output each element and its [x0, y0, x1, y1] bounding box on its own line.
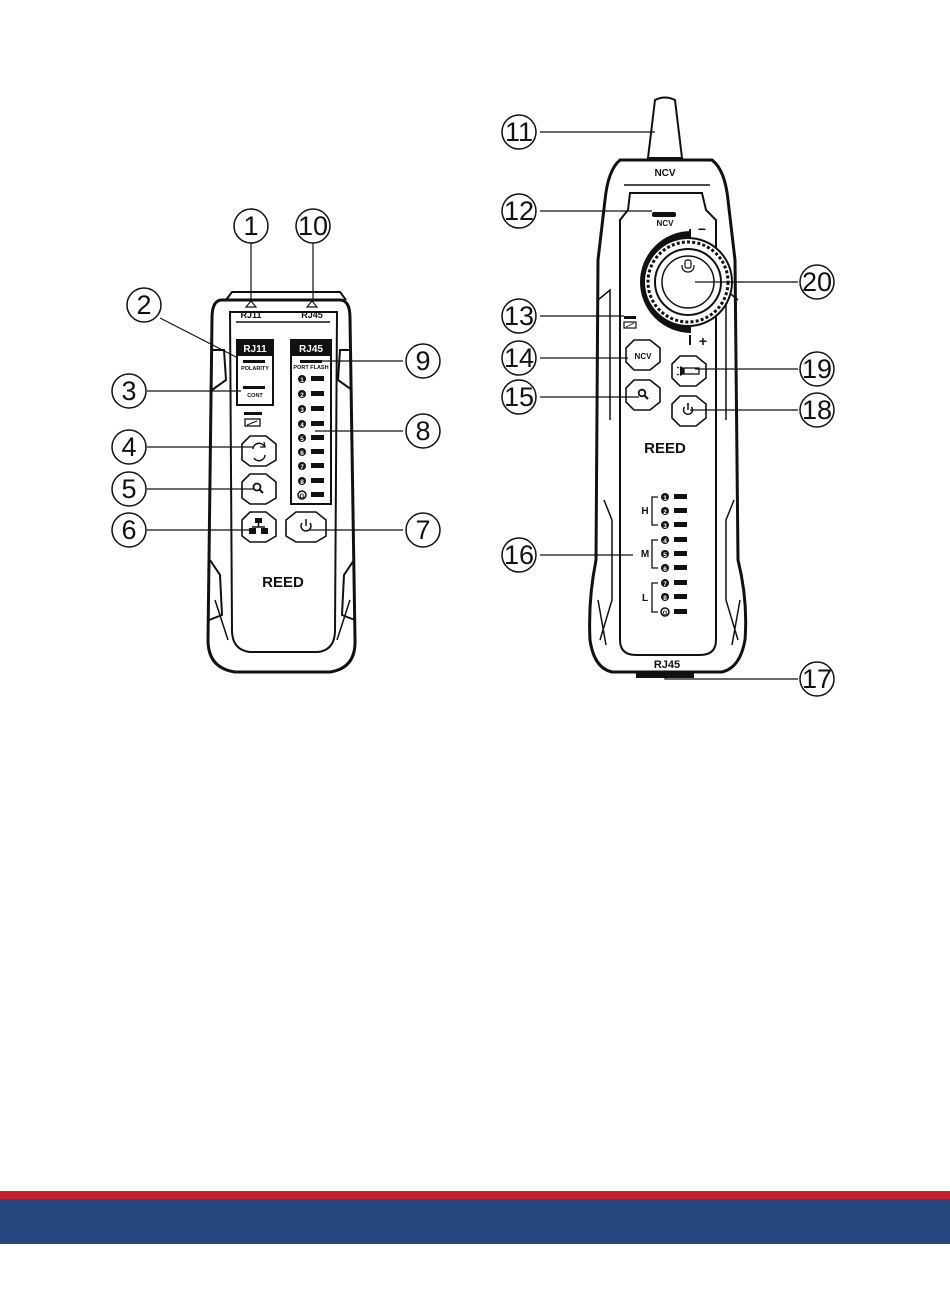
svg-text:7: 7	[415, 515, 430, 545]
ncv-probe-label: NCV	[654, 168, 675, 179]
port-flash-label: PORT FLASH	[293, 365, 328, 371]
footer-blue-band	[0, 1199, 950, 1244]
svg-text:G: G	[662, 610, 667, 617]
callout-14: 14	[502, 341, 536, 375]
svg-text:1: 1	[663, 495, 667, 502]
svg-text:NCV: NCV	[635, 352, 653, 361]
cont-led	[243, 386, 265, 389]
receiver-rj45-label: RJ45	[654, 659, 680, 671]
svg-text:5: 5	[663, 552, 667, 559]
callout-15: 15	[502, 380, 536, 414]
svg-text:4: 4	[121, 432, 136, 462]
svg-text:RJ45: RJ45	[301, 310, 323, 320]
svg-text:8: 8	[415, 416, 430, 446]
polarity-led	[243, 360, 265, 363]
svg-text:2: 2	[663, 509, 667, 516]
svg-text:H: H	[641, 506, 648, 517]
callout-20: 20	[800, 265, 834, 299]
svg-text:3: 3	[300, 407, 304, 414]
power-button[interactable]	[286, 512, 326, 542]
svg-text:9: 9	[415, 346, 430, 376]
callout-4: 4	[112, 430, 146, 464]
callout-16: 16	[502, 538, 536, 572]
svg-text:12: 12	[504, 196, 534, 226]
svg-text:16: 16	[504, 540, 534, 570]
svg-text:1: 1	[243, 211, 258, 241]
svg-text:4: 4	[300, 422, 304, 429]
receiver-unit: NCV NCV − +	[590, 98, 746, 679]
rj45-indicator-panel: RJ45 PORT FLASH 1 2 3 4 5 6 7 8 G	[291, 340, 331, 504]
footer-red-stripe	[0, 1191, 950, 1199]
polarity-label: POLARITY	[241, 366, 269, 372]
callout-3: 3	[112, 374, 146, 408]
svg-text:20: 20	[802, 267, 832, 297]
svg-text:15: 15	[504, 382, 534, 412]
svg-text:13: 13	[504, 301, 534, 331]
svg-text:11: 11	[505, 117, 533, 147]
svg-text:6: 6	[663, 566, 667, 573]
svg-text:RJ11: RJ11	[240, 310, 261, 320]
callout-6: 6	[112, 513, 146, 547]
callout-11: 11	[502, 115, 536, 149]
svg-text:2: 2	[300, 392, 304, 399]
svg-text:17: 17	[802, 664, 832, 694]
svg-text:7: 7	[663, 581, 667, 588]
transmitter-brand: REED	[262, 574, 304, 591]
svg-text:3: 3	[663, 523, 667, 530]
svg-text:4: 4	[663, 538, 667, 545]
power-button[interactable]	[672, 396, 706, 426]
svg-text:10: 10	[298, 211, 328, 241]
svg-text:6: 6	[300, 450, 304, 457]
callout-8: 8	[406, 414, 440, 448]
svg-text:8: 8	[300, 479, 304, 486]
svg-text:18: 18	[802, 395, 832, 425]
rj45-title: RJ45	[299, 344, 323, 355]
callout-19: 19	[800, 352, 834, 386]
cont-label: CONT	[247, 393, 263, 399]
svg-text:G: G	[299, 493, 304, 500]
callout-9: 9	[406, 344, 440, 378]
ncv-indicator: NCV	[652, 212, 676, 228]
callout-5: 5	[112, 472, 146, 506]
callout-2: 2	[127, 288, 161, 322]
rj11-title: RJ11	[243, 344, 267, 355]
transmitter-unit: RJ11 RJ45 RJ11 POLARITY CONT RJ45 PORT F…	[208, 292, 355, 672]
callout-10: 10	[296, 209, 330, 243]
svg-text:3: 3	[121, 376, 136, 406]
svg-text:M: M	[641, 549, 649, 560]
svg-text:5: 5	[121, 474, 136, 504]
dial-minus-label: −	[698, 221, 706, 237]
svg-text:6: 6	[121, 515, 136, 545]
flashlight-button[interactable]	[672, 356, 706, 386]
callout-1: 1	[234, 209, 268, 243]
rj11-indicator-panel: RJ11 POLARITY CONT	[237, 340, 273, 405]
receiver-brand: REED	[644, 440, 686, 457]
search-button[interactable]	[626, 380, 660, 410]
svg-text:19: 19	[802, 354, 832, 384]
ncv-button[interactable]: NCV	[626, 340, 660, 370]
loop-test-button[interactable]	[242, 436, 276, 466]
callout-7: 7	[406, 513, 440, 547]
svg-text:8: 8	[663, 595, 667, 602]
svg-text:NCV: NCV	[657, 219, 675, 228]
callout-18: 18	[800, 393, 834, 427]
svg-text:L: L	[642, 593, 648, 604]
svg-text:5: 5	[300, 436, 304, 443]
callout-12: 12	[502, 194, 536, 228]
svg-text:1: 1	[300, 377, 304, 384]
svg-text:7: 7	[300, 464, 304, 471]
callout-13: 13	[502, 299, 536, 333]
dial-plus-label: +	[699, 333, 707, 349]
svg-text:14: 14	[504, 343, 534, 373]
network-test-button[interactable]	[242, 512, 276, 542]
svg-text:2: 2	[136, 290, 151, 320]
callout-17: 17	[800, 662, 834, 696]
